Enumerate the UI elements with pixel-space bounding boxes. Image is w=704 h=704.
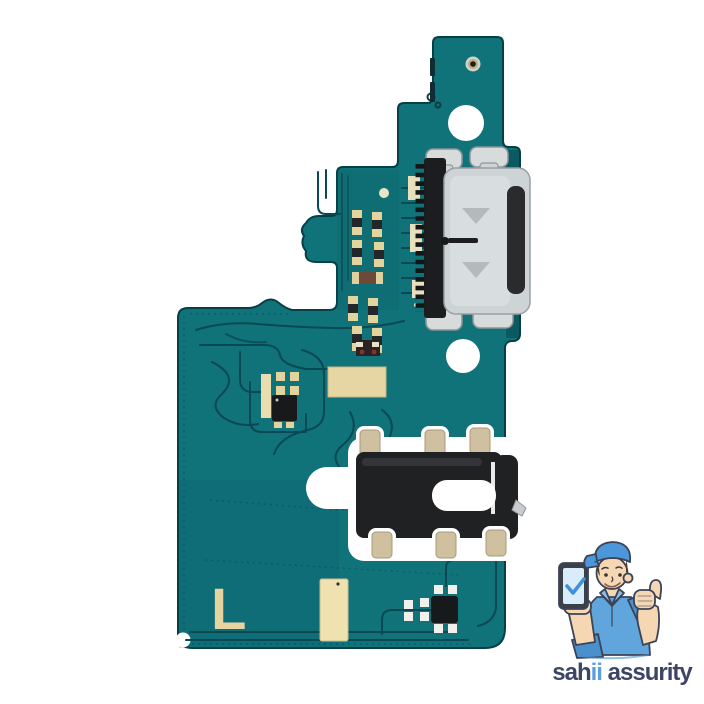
mascot-neck (606, 586, 618, 596)
usb-c-connector (415, 146, 531, 331)
brand-text-part2: ii (590, 659, 603, 686)
screw-hole-top (448, 105, 484, 141)
smd-dark-red (356, 340, 380, 356)
jack-slot (432, 480, 496, 511)
test-pad-dot (379, 188, 389, 198)
mascot-ear (622, 572, 634, 584)
jack-legs-bottom (368, 526, 510, 560)
microphone-hole (465, 56, 481, 72)
cap-brim (583, 553, 600, 569)
mascot-head (595, 556, 629, 590)
jack-body (356, 452, 527, 539)
board-lower-shading (179, 480, 339, 648)
brand-text-part3: assurity (601, 659, 693, 686)
mascot-right-forearm (636, 598, 661, 646)
gold-pad-large (327, 366, 387, 398)
mascot-face (601, 566, 623, 588)
headphone-jack (306, 424, 527, 561)
ic-chip-bottom-right (404, 585, 458, 633)
mascot-hem (579, 654, 649, 660)
mascot-cap (583, 541, 632, 569)
ic-chip-left (261, 372, 299, 428)
connector-body (441, 167, 531, 315)
ic-body (272, 395, 297, 421)
screw-hole-middle (446, 339, 480, 373)
mascot-hair (626, 560, 628, 573)
phone-with-checkmark-icon (558, 562, 589, 610)
ic-body (431, 596, 458, 623)
screw-hole-bottom-left (175, 632, 191, 648)
mounting-holes (175, 56, 484, 648)
connector-pin-strip (415, 158, 446, 318)
brand-text-part1: sah (552, 659, 591, 686)
jack-legs-top (356, 424, 494, 458)
via-ring (434, 101, 442, 109)
thumbs-up-icon (633, 579, 663, 610)
gold-pad-bottom (319, 578, 349, 642)
resistor (354, 272, 380, 284)
checkmark-icon (565, 577, 586, 595)
connector-opening (507, 186, 525, 294)
brand-wordmark: sahii assurity (534, 659, 704, 687)
pad-dot (336, 582, 340, 586)
silkscreen-label-L: L (211, 577, 246, 642)
smd-component-cluster (348, 210, 384, 356)
jack-metal-tab (511, 499, 527, 517)
tab-edge-markings (430, 58, 435, 102)
